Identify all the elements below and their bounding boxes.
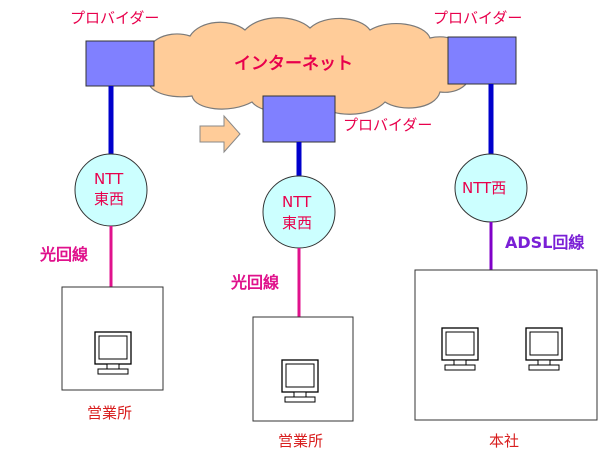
monitor-icon: [525, 327, 563, 371]
monitor-icon: [441, 327, 479, 371]
ntt-left-line2: 東西: [94, 190, 124, 208]
internet-label: インターネット: [234, 54, 353, 74]
site-label-right: 本社: [489, 432, 519, 450]
site-label-left: 営業所: [87, 404, 132, 422]
ntt-right-label: NTT西: [462, 179, 506, 197]
provider-box-center: [262, 95, 336, 143]
provider-label-left: プロバイダー: [70, 9, 159, 27]
ntt-node-right: NTT西: [454, 153, 528, 223]
ntt-node-center: NTT 東西: [262, 175, 336, 249]
provider-box-left: [85, 40, 155, 87]
ntt-center-line1: NTT: [282, 193, 312, 211]
monitor-icon: [94, 331, 132, 375]
ntt-center-line2: 東西: [282, 214, 312, 232]
line-label-center: 光回線: [230, 273, 279, 292]
provider-label-right: プロバイダー: [433, 9, 522, 27]
provider-box-right: [447, 36, 517, 85]
right-arrow-icon: [199, 114, 241, 154]
ntt-left-line1: NTT: [94, 170, 124, 188]
provider-label-center: プロバイダー: [343, 116, 432, 134]
line-label-left: 光回線: [39, 245, 88, 264]
ntt-node-left: NTT 東西: [74, 153, 148, 227]
monitor-icon: [281, 359, 319, 403]
line-label-right: ADSL回線: [505, 233, 584, 252]
site-label-center: 営業所: [278, 432, 323, 450]
